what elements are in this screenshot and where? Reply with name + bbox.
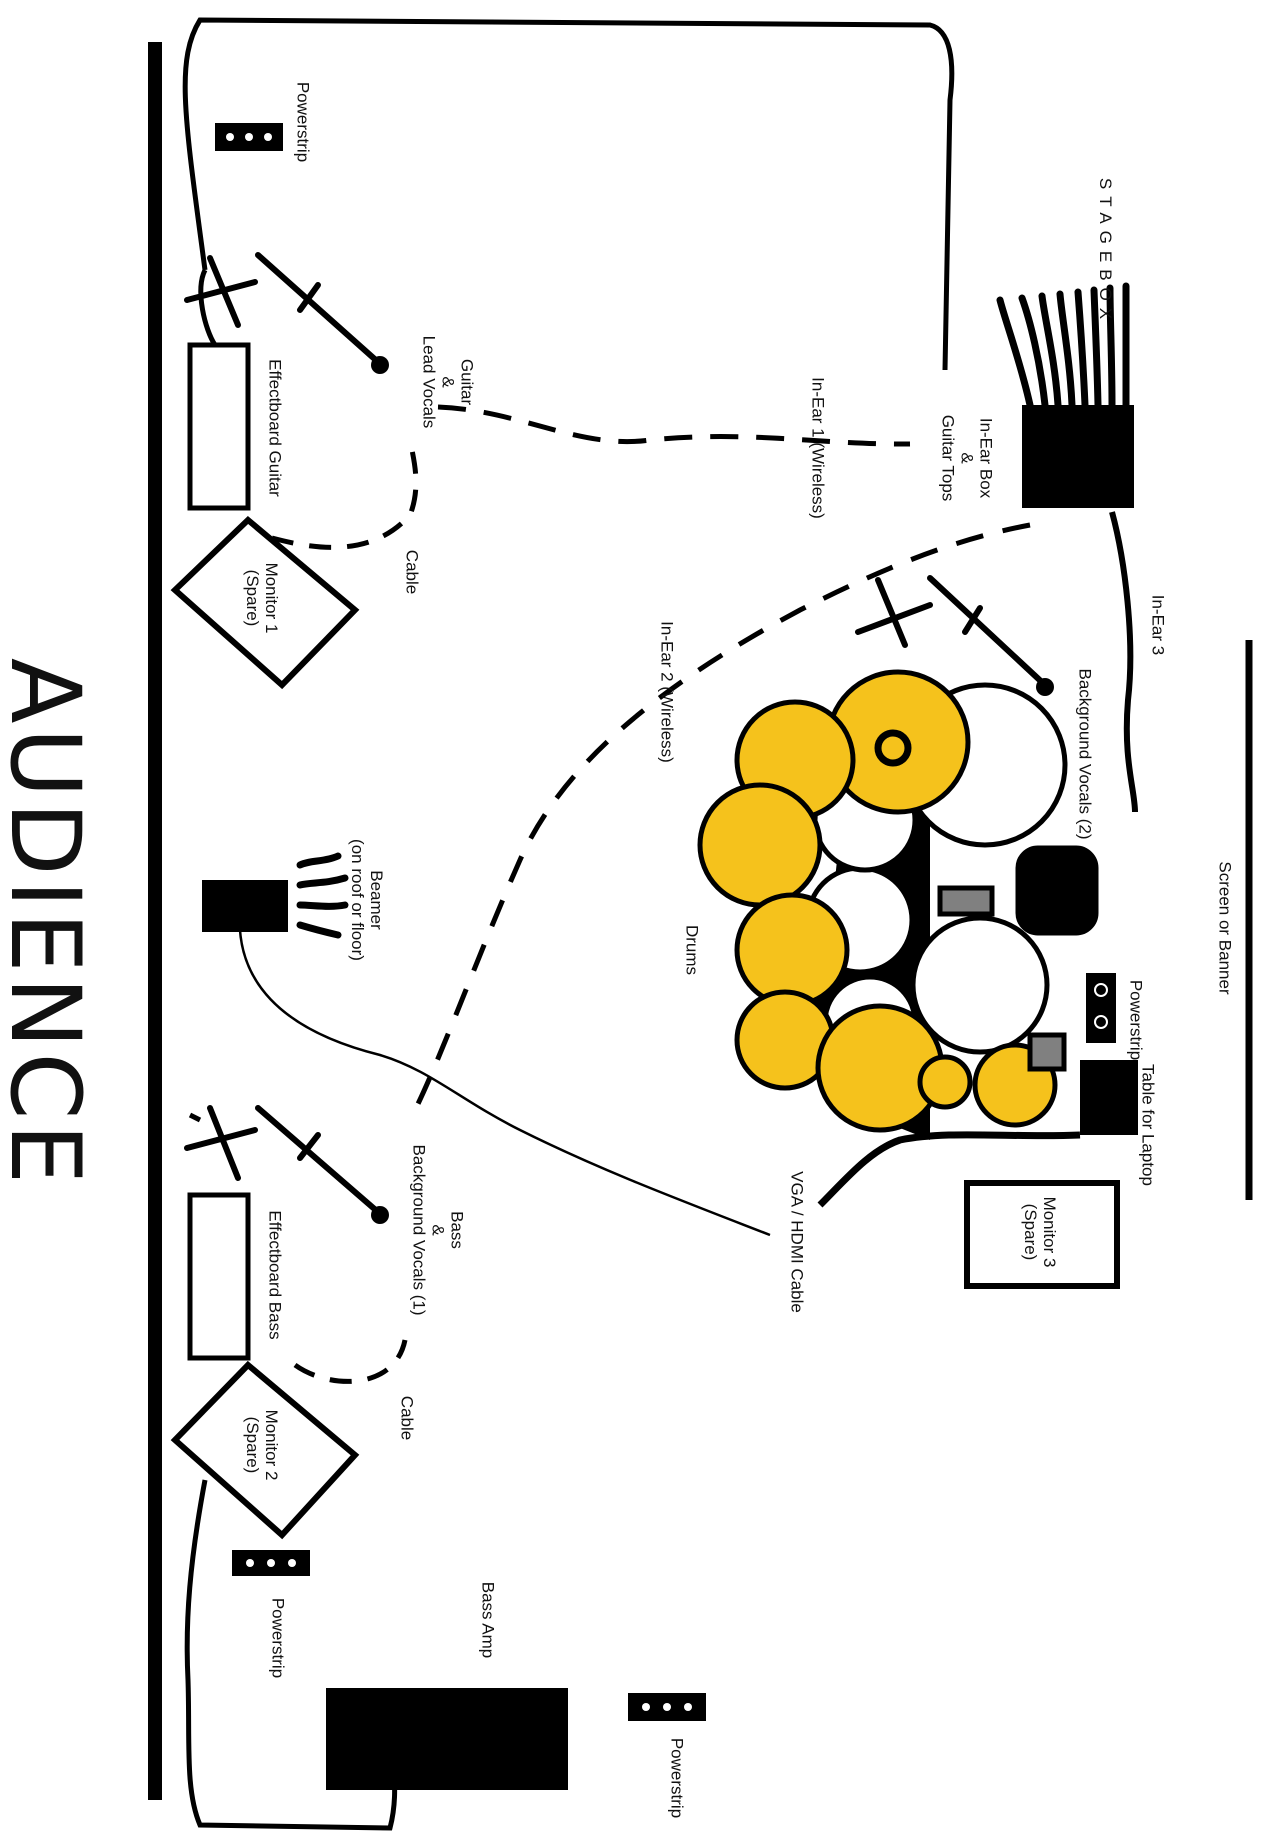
power-cable-left (198, 268, 218, 347)
powerstrip-bottom (628, 1693, 706, 1721)
powerstrip-drums (1086, 973, 1116, 1043)
monitor-1-label: Monitor 1(Spare) (243, 562, 281, 634)
bass-amp (326, 1688, 568, 1790)
beamer-label: Beamer(on roof or floor) (348, 839, 386, 961)
drum-power-cable (817, 1131, 1081, 1208)
cable-guitar-label: Cable (402, 549, 422, 595)
cable-bass-label: Cable (397, 1395, 417, 1441)
power-cable-bass (188, 1112, 202, 1123)
powerstrip-bass-label: Powerstrip (268, 1597, 288, 1679)
table-for-laptop-label: Table for Laptop (1138, 1064, 1158, 1186)
drum-throne (1015, 845, 1099, 936)
drum-pedal-2 (1027, 1032, 1067, 1072)
audience-label: AUDIENCE (0, 657, 101, 1189)
stagebox-cables (996, 282, 1130, 409)
powerstrip-drums-label: Powerstrip (1126, 979, 1146, 1061)
monitor-1 (170, 515, 360, 690)
in-ear-1-wireless (437, 404, 911, 447)
background-vocals-mic-stand (855, 575, 1054, 696)
bass-cable (293, 1339, 408, 1384)
cymbal-crash-2 (697, 782, 823, 908)
background-vocals-2-label: Background Vocals (2) (1075, 668, 1095, 840)
power-cable-bottom (184, 1479, 398, 1831)
effectboard-guitar (187, 342, 251, 511)
powerstrip-top (215, 123, 283, 151)
beamer (202, 852, 349, 939)
power-cable-loop (182, 17, 955, 371)
monitor-2-label: Monitor 2(Spare) (243, 1409, 281, 1481)
in-ear-1-label: In-Ear 1 (Wireless) (808, 377, 828, 519)
in-ear-2-label: In-Ear 2 (Wireless) (657, 621, 677, 763)
bass-amp-label: Bass Amp (478, 1581, 498, 1659)
in-ear-2-wireless (412, 522, 1031, 1112)
vga-hdmi-cable (238, 909, 771, 1237)
monitor-3-label: Monitor 3(Spare) (1021, 1196, 1059, 1268)
effectboard-bass (187, 1192, 251, 1361)
drum-floor-tom-2 (910, 915, 1050, 1055)
guitar-label: Guitar&Lead Vocals (419, 335, 477, 429)
vga-hdmi-label: VGA / HDMI Cable (787, 1171, 807, 1313)
cymbal-china (734, 892, 850, 1008)
drums-label: Drums (682, 924, 702, 976)
effectboard-guitar-label: Effectboard Guitar (265, 359, 285, 497)
powerstrip-bass (232, 1550, 310, 1576)
powerstrip-top-label: Powerstrip (293, 81, 313, 163)
in-ear-box (1022, 405, 1134, 508)
powerstrip-bottom-label: Powerstrip (667, 1737, 687, 1819)
bass-mic-stand (184, 1105, 389, 1224)
guitar-mic-stand (184, 252, 389, 374)
in-ear-3-cable (1109, 511, 1138, 813)
monitor-2 (170, 1360, 360, 1540)
table-for-laptop (1080, 1060, 1138, 1135)
monitor-3 (964, 1180, 1120, 1289)
in-ear-box-label: In-Ear Box&Guitar Tops (938, 414, 996, 502)
drum-kit (697, 669, 1099, 1140)
drum-pedal-1 (937, 885, 995, 917)
cymbal-ride-bell (874, 729, 912, 767)
in-ear-3-label: In-Ear 3 (1148, 594, 1168, 656)
effectboard-bass-label: Effectboard Bass (265, 1210, 285, 1340)
bass-label: Bass&Background Vocals (1) (409, 1144, 467, 1316)
cymbal-small (917, 1054, 973, 1110)
screen-label: Screen or Banner (1215, 861, 1235, 995)
stagebox-label: STAGEBOX (1096, 177, 1115, 327)
guitar-cable (271, 449, 419, 550)
